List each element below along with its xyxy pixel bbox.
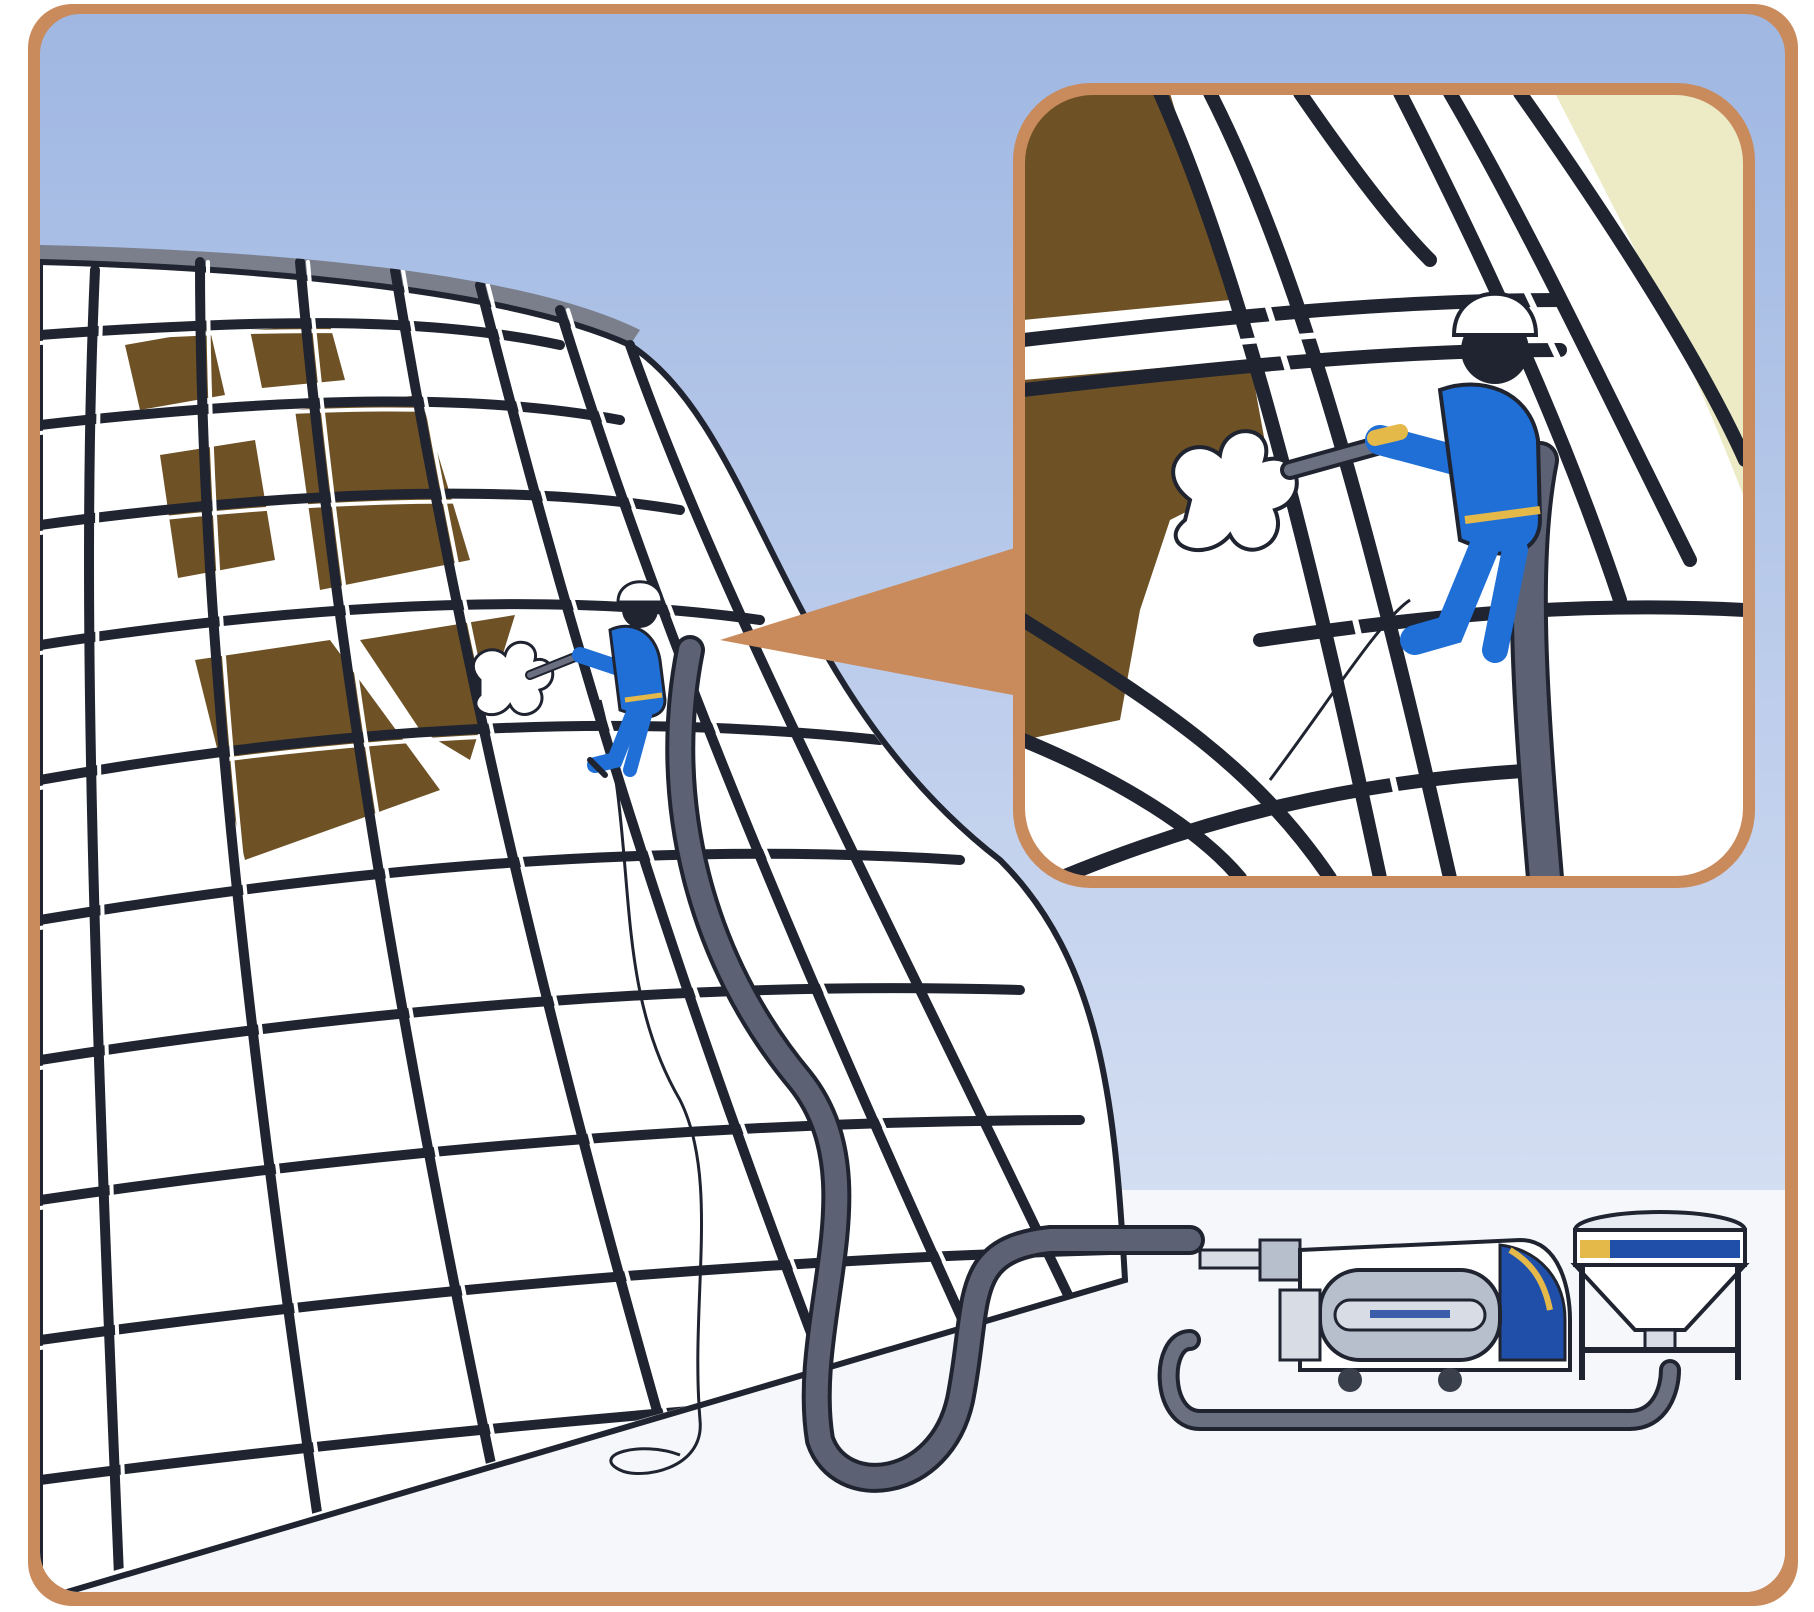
zoom-inset (1013, 83, 1755, 888)
